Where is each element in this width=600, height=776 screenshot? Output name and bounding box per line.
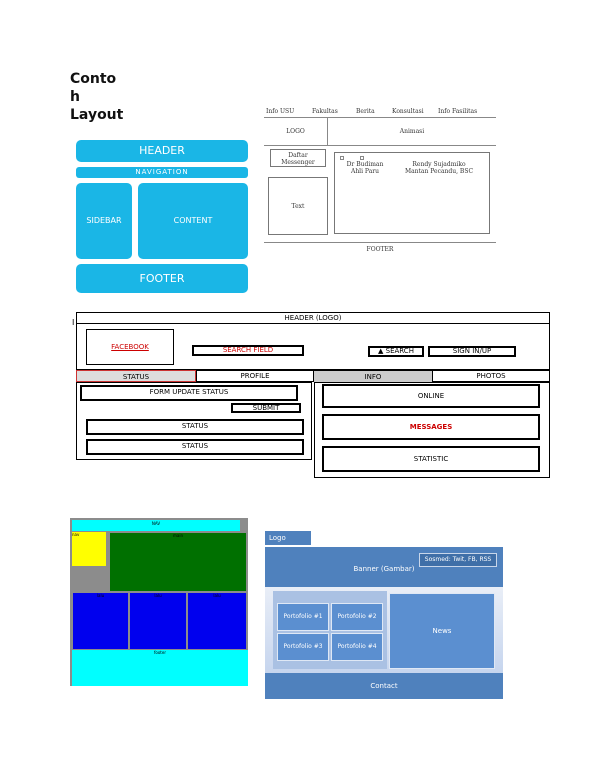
nav-item: Berita [356, 108, 375, 115]
layout-diagram-1: HEADER NAVIGATION SIDEBAR CONTENT FOOTER [76, 140, 248, 293]
logo-cell: LOGO [264, 118, 328, 146]
online-box: ONLINE [322, 384, 540, 408]
layout-diagram-3: HEADER (LOGO) FACEBOOK SEARCH FIELD ▲ SE… [76, 312, 550, 478]
logo-tab: Logo [265, 531, 311, 545]
portfolio-item[interactable]: Portofolio #4 [331, 633, 383, 661]
checkbox-icon [340, 156, 344, 160]
checkbox-icon [360, 156, 364, 160]
layout-diagram-4: NAV nav main lalu lalu lalu footer [70, 518, 248, 686]
status-form[interactable]: FORM UPDATE STATUS [80, 385, 298, 401]
statistic-box: STATISTIC [322, 446, 540, 472]
nav-item: Info Fasilitas [438, 108, 478, 115]
sidebar-block: SIDEBAR [76, 183, 132, 259]
tab-info[interactable]: INFO [314, 370, 432, 382]
page-title: Conto h Layout [70, 71, 124, 123]
messenger-box: Daftar Messenger [270, 149, 326, 167]
blue-block: lalu [130, 593, 186, 649]
diagram2-nav: Info USU Fakultas Berita Konsultasi Info… [264, 104, 496, 118]
row-marker: I [72, 318, 75, 327]
nav-item: Fakultas [312, 108, 338, 115]
messages-box: MESSAGES [322, 414, 540, 440]
tab-status[interactable]: STATUS [76, 370, 196, 382]
profiles-box: Dr Budiman Ahli Paru Rendy Sujadmiko Man… [334, 152, 490, 234]
sign-in-button[interactable]: SIGN IN/UP [428, 346, 516, 357]
green-block: main [110, 533, 246, 591]
blue-block: lalu [188, 593, 246, 649]
contact-bar: Contact [265, 673, 503, 699]
nav-item: Konsultasi [392, 108, 424, 115]
status-item: STATUS [86, 419, 304, 435]
layout-diagram-2: Info USU Fakultas Berita Konsultasi Info… [264, 104, 496, 256]
animasi-cell: Animasi [399, 128, 425, 135]
text-box: Text [268, 177, 328, 235]
facebook-logo: FACEBOOK [86, 329, 174, 365]
search-button[interactable]: ▲ SEARCH [368, 346, 424, 357]
bottom-block: footer [72, 650, 248, 686]
portfolio-item[interactable]: Portofolio #3 [277, 633, 329, 661]
header-block: HEADER [76, 140, 248, 162]
social-links[interactable]: Sosmed: Twit, FB, RSS [419, 553, 497, 567]
layout-diagram-5: Logo Banner (Gambar) Sosmed: Twit, FB, R… [265, 531, 503, 699]
diagram2-logo-row: LOGO Animasi [264, 118, 496, 146]
diagram3-header: HEADER (LOGO) [76, 312, 550, 324]
submit-button[interactable]: SUBMIT [231, 403, 301, 413]
person-1: Dr Budiman Ahli Paru [346, 161, 384, 175]
search-field[interactable]: SEARCH FIELD [192, 345, 304, 356]
navigation-block: NAVIGATION [76, 167, 248, 178]
nav-item: Info USU [266, 108, 295, 115]
banner-label: Banner (Gambar) [353, 565, 415, 573]
yellow-block: nav [72, 532, 106, 566]
tab-photos[interactable]: PHOTOS [432, 370, 550, 382]
top-bar: NAV [72, 520, 240, 531]
status-item: STATUS [86, 439, 304, 455]
footer-block: FOOTER [76, 264, 248, 293]
portfolio-item[interactable]: Portofolio #1 [277, 603, 329, 631]
news-block: News [389, 593, 495, 669]
tab-profile[interactable]: PROFILE [196, 370, 314, 382]
content-block: CONTENT [138, 183, 248, 259]
blue-block: lalu [73, 593, 128, 649]
person-2: Rendy Sujadmiko Mantan Pecandu, BSC [404, 161, 474, 175]
portfolio-item[interactable]: Portofolio #2 [331, 603, 383, 631]
diagram2-footer: FOOTER [264, 242, 496, 256]
